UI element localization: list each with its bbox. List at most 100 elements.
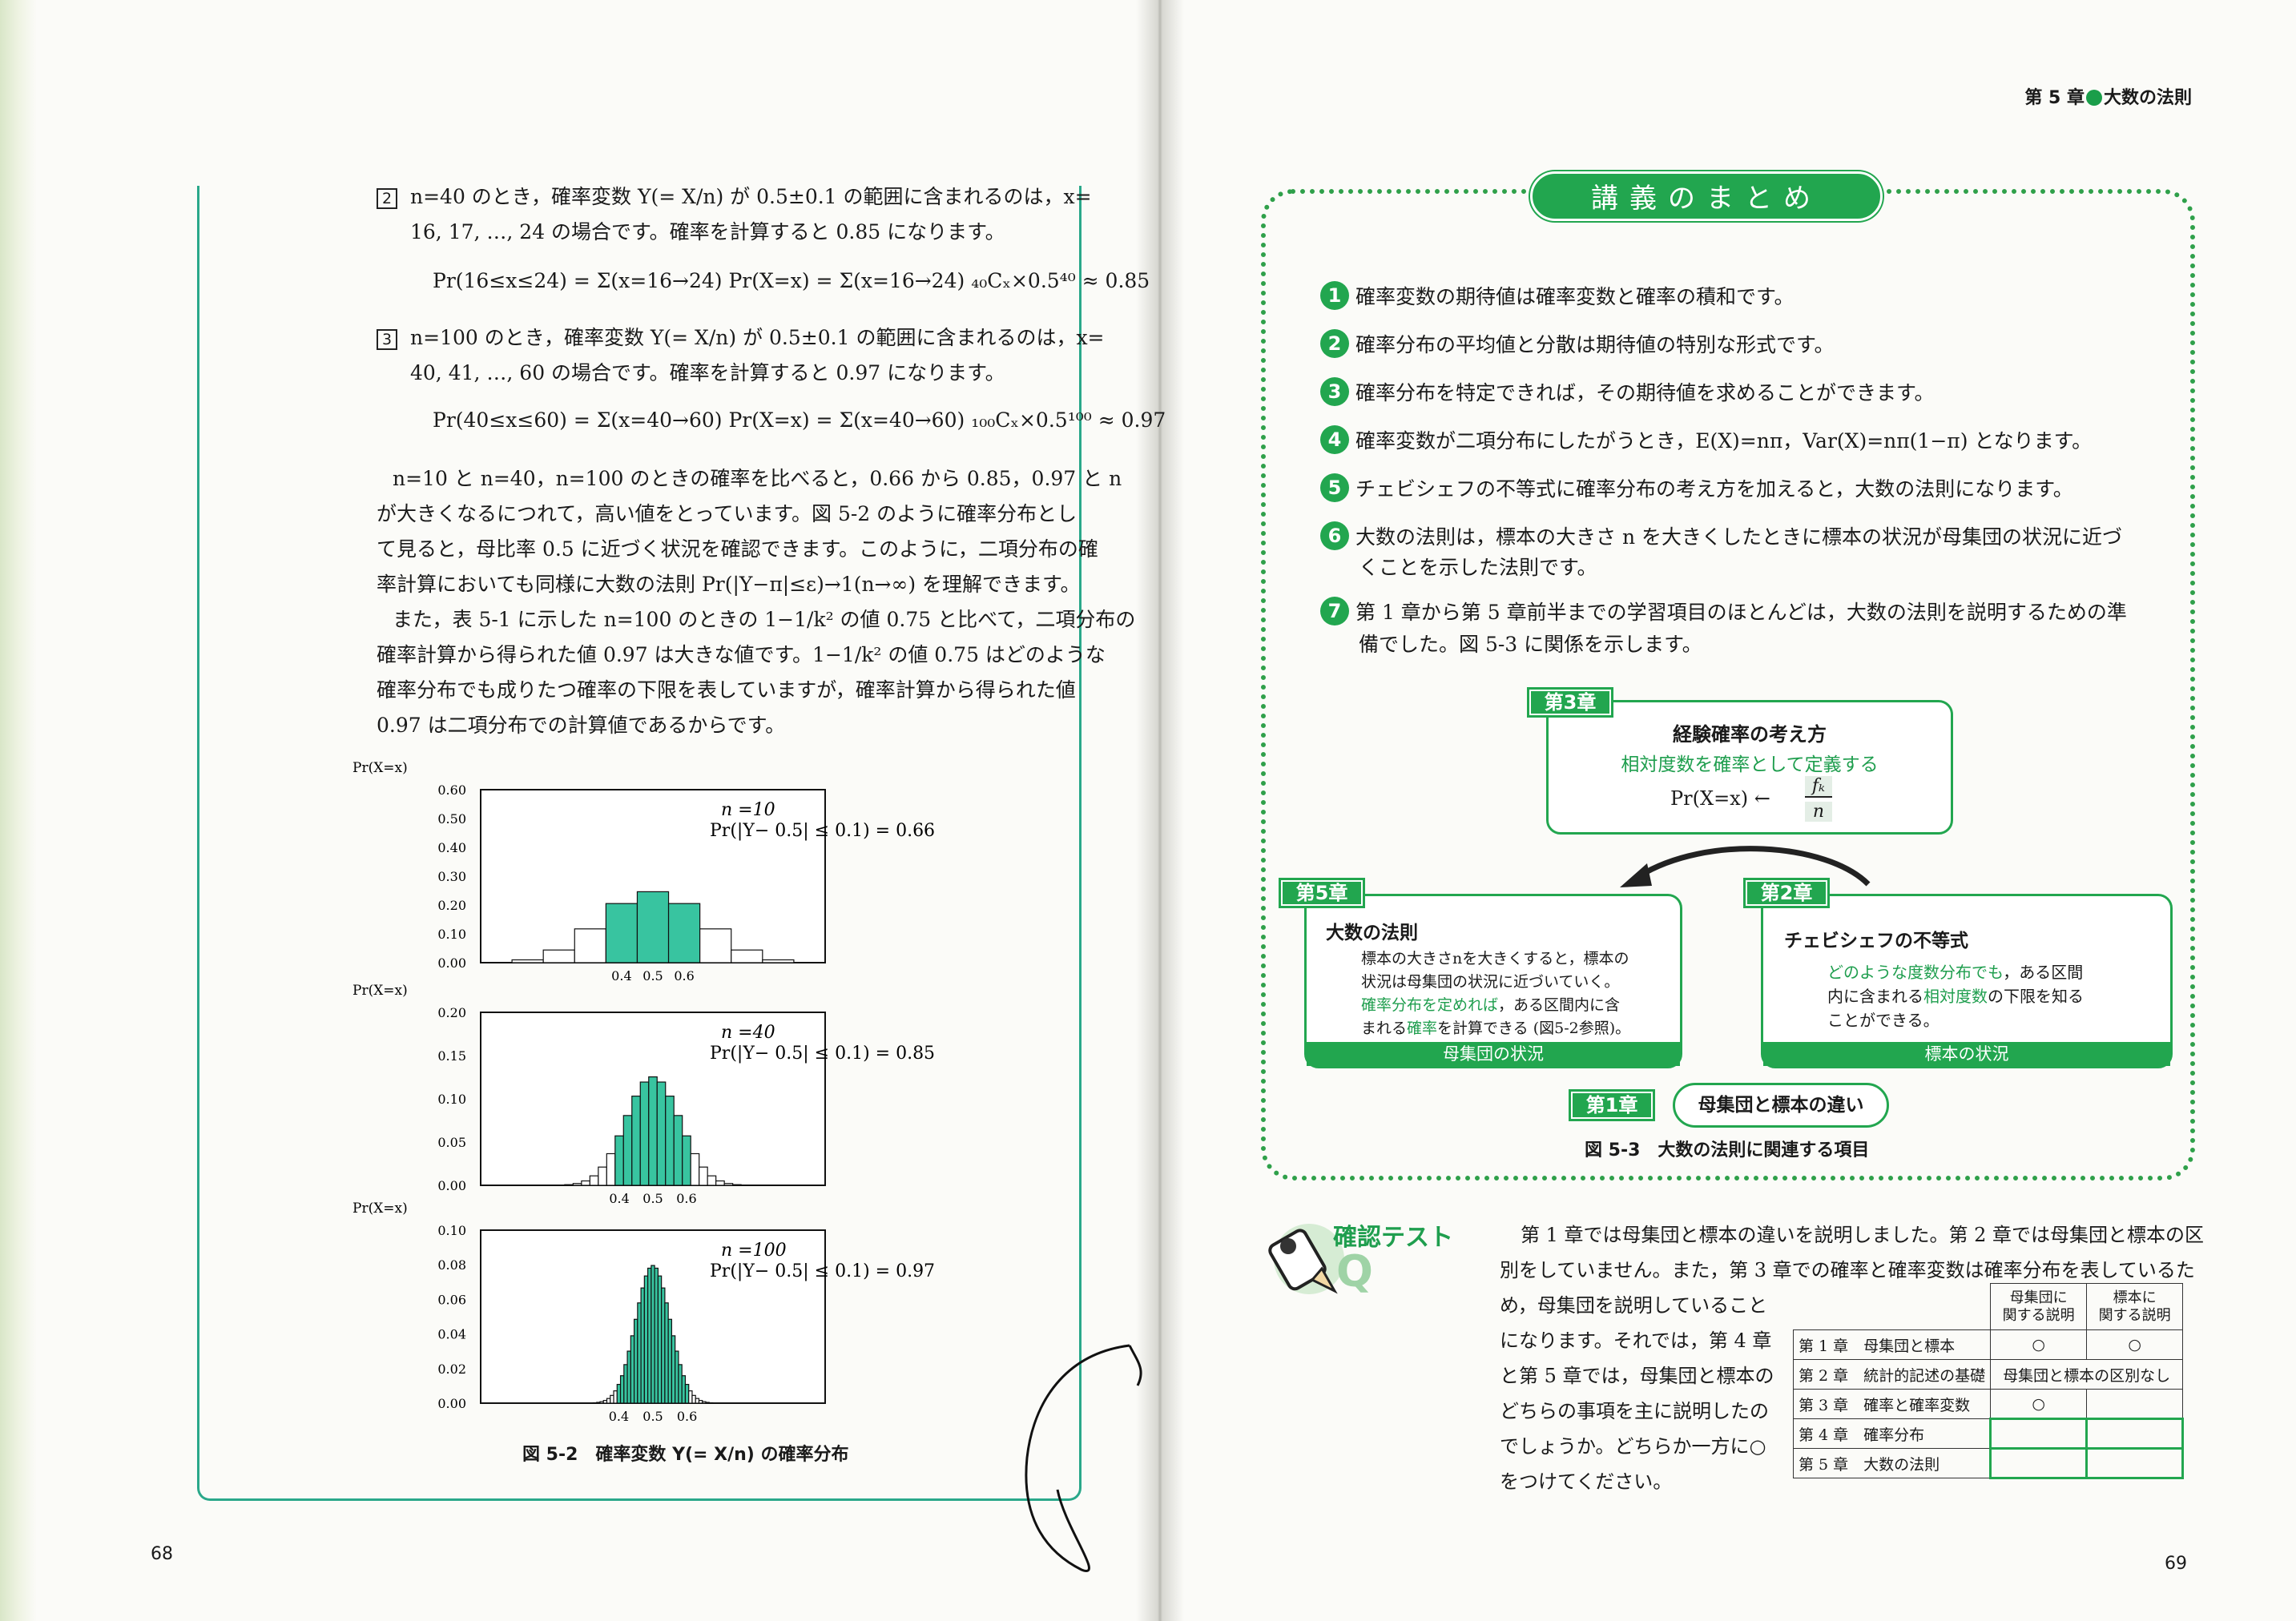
- bar: [661, 1287, 666, 1404]
- text-line: 率計算においても同様に大数の法則 Pr(|Y−π|≤ε)→1(n→∞) を理解で…: [377, 573, 1081, 596]
- bar: [626, 1350, 631, 1404]
- x-tick-label: 0.5: [642, 1191, 663, 1206]
- bar: [715, 1180, 725, 1186]
- table-header-row: 母集団に 関する説明 標本に 関する説明: [1793, 1283, 2184, 1330]
- number-badge: 3: [1320, 377, 1349, 406]
- bar: [633, 1318, 638, 1404]
- x-tick-label: 0.4: [609, 1409, 629, 1424]
- item-number: 2: [377, 188, 397, 209]
- table-row: 第 4 章 確率分布: [1792, 1418, 2185, 1450]
- bar: [665, 1096, 675, 1186]
- answer-cell-ch4-sample[interactable]: [2085, 1418, 2185, 1450]
- ch5-footer: 母集団の状況: [1307, 1042, 1680, 1066]
- pencil-mascot-icon: [1268, 1224, 1344, 1294]
- bar: [691, 1394, 696, 1404]
- summary-item-7-cont: 備でした。図 5-3 に関係を示します。: [1359, 633, 1702, 656]
- quiz-q-icon: Q: [1336, 1246, 1373, 1297]
- bar: [657, 1275, 663, 1404]
- bar: [622, 1115, 633, 1186]
- bookmark-string: [1025, 1344, 1142, 1572]
- number-badge: 5: [1320, 473, 1349, 502]
- bar: [699, 1166, 708, 1186]
- bar: [592, 1402, 598, 1404]
- bar: [640, 1287, 645, 1404]
- bar: [675, 1350, 679, 1404]
- bar: [598, 1166, 607, 1186]
- bar: [637, 1302, 642, 1404]
- y-tick-label: 0.04: [437, 1327, 466, 1342]
- bar: [610, 1394, 614, 1404]
- bar: [667, 903, 701, 963]
- quiz-title: 確認テスト: [1333, 1224, 1453, 1252]
- ch3-box: 経験確率の考え方 相対度数を確率として定義する Pr(X=x) ← fₖ n: [1546, 700, 1953, 835]
- bar: [647, 1267, 652, 1404]
- page-number-left: 68: [151, 1544, 173, 1564]
- bar: [623, 1364, 628, 1404]
- left-content-frame: [197, 186, 1082, 1501]
- page-number-right: 69: [2165, 1554, 2187, 1574]
- book-gutter: [1136, 0, 1184, 1621]
- running-head: 第 5 章大数の法則: [2024, 88, 2192, 108]
- y-tick-label: 0.00: [437, 1396, 466, 1411]
- figure-5-3-caption: 図 5-3 大数の法則に関連する項目: [1585, 1140, 1870, 1160]
- bar: [731, 949, 763, 963]
- y-tick-label: 0.20: [437, 1005, 466, 1020]
- item-3-line2: 40, 41, …, 60 の場合です。確率を計算すると 0.97 になります。: [410, 361, 1005, 384]
- bar: [606, 1398, 611, 1404]
- x-tick-label: 0.6: [677, 1409, 697, 1424]
- ch3-title: 経験確率の考え方: [1673, 723, 1827, 746]
- x-tick-label: 0.4: [611, 968, 631, 983]
- answer-cell-ch5-population[interactable]: [1989, 1447, 2089, 1479]
- formula-n40: Pr(16≤x≤24) = Σ(x=16→24) Pr(X=x) = Σ(x=1…: [433, 269, 1150, 292]
- quiz-text-line: 第 1 章では母集団と標本の違いを説明しました。第 2 章では母集団と標本の区: [1521, 1224, 2205, 1246]
- ch2-description: どのような度数分布でも，ある区間 内に含まれる相対度数の下限を知る ことができる…: [1827, 963, 2084, 1030]
- number-badge: 4: [1320, 425, 1349, 454]
- bar: [695, 1398, 700, 1404]
- number-badge: 7: [1320, 597, 1349, 625]
- x-tick-label: 0.5: [642, 968, 663, 983]
- probability-label: Pr(|Y− 0.5| ≤ 0.1) = 0.85: [710, 1044, 935, 1064]
- number-badge: 1: [1320, 281, 1349, 310]
- n-label: n =40: [721, 1023, 775, 1043]
- bar: [639, 1081, 650, 1186]
- ch3-tag: 第3章: [1527, 687, 1613, 718]
- x-tick-label: 0.4: [609, 1191, 629, 1206]
- bar: [574, 928, 606, 963]
- bar: [572, 1183, 582, 1186]
- bar: [654, 1267, 659, 1404]
- bar: [678, 1364, 683, 1404]
- quiz-text-line: と第 5 章では，母集団と標本の: [1500, 1365, 1774, 1387]
- bar: [702, 1401, 707, 1404]
- bar: [682, 1135, 691, 1186]
- table-row: 第 2 章 統計的記述の基礎母集団と標本の区別なし: [1792, 1359, 2184, 1390]
- item-number: 3: [377, 329, 397, 350]
- y-tick-label: 0.06: [437, 1292, 466, 1307]
- quiz-text-line: 別をしていません。また，第 3 章での確率と確率変数は確率分布を表しているた: [1500, 1259, 2195, 1281]
- bar: [681, 1375, 687, 1404]
- n-label: n =10: [721, 800, 775, 820]
- text-line: 確率計算から得られた値 0.97 は大きな値です。1−1/k² の値 0.75 …: [377, 643, 1106, 666]
- answer-cell-ch4-population[interactable]: [1989, 1418, 2089, 1450]
- answer-cell-ch5-sample[interactable]: [2085, 1447, 2185, 1479]
- quiz-table: 母集団に 関する説明 標本に 関する説明 第 1 章 母集団と標本○○ 第 2 …: [1792, 1283, 2185, 1479]
- y-axis-label: Pr(X=x): [352, 1201, 408, 1217]
- x-tick-label: 0.6: [676, 1191, 696, 1206]
- summary-item-6-cont: くことを示した法則です。: [1359, 556, 1597, 579]
- bar: [690, 1152, 700, 1186]
- ch2-title: チェビシェフの不等式: [1784, 931, 1968, 951]
- table-row: 第 1 章 母集団と標本○○: [1792, 1329, 2184, 1360]
- bar: [707, 1175, 717, 1186]
- ch2-box: チェビシェフの不等式 どのような度数分布でも，ある区間 内に含まれる相対度数の下…: [1761, 894, 2173, 1068]
- bar: [762, 959, 795, 963]
- probability-label: Pr(|Y− 0.5| ≤ 0.1) = 0.97: [710, 1261, 935, 1281]
- n-label: n =100: [721, 1241, 787, 1261]
- bullet-icon: [2085, 90, 2102, 106]
- bar: [616, 1383, 622, 1404]
- bar: [648, 1076, 658, 1186]
- y-tick-label: 0.40: [437, 840, 466, 855]
